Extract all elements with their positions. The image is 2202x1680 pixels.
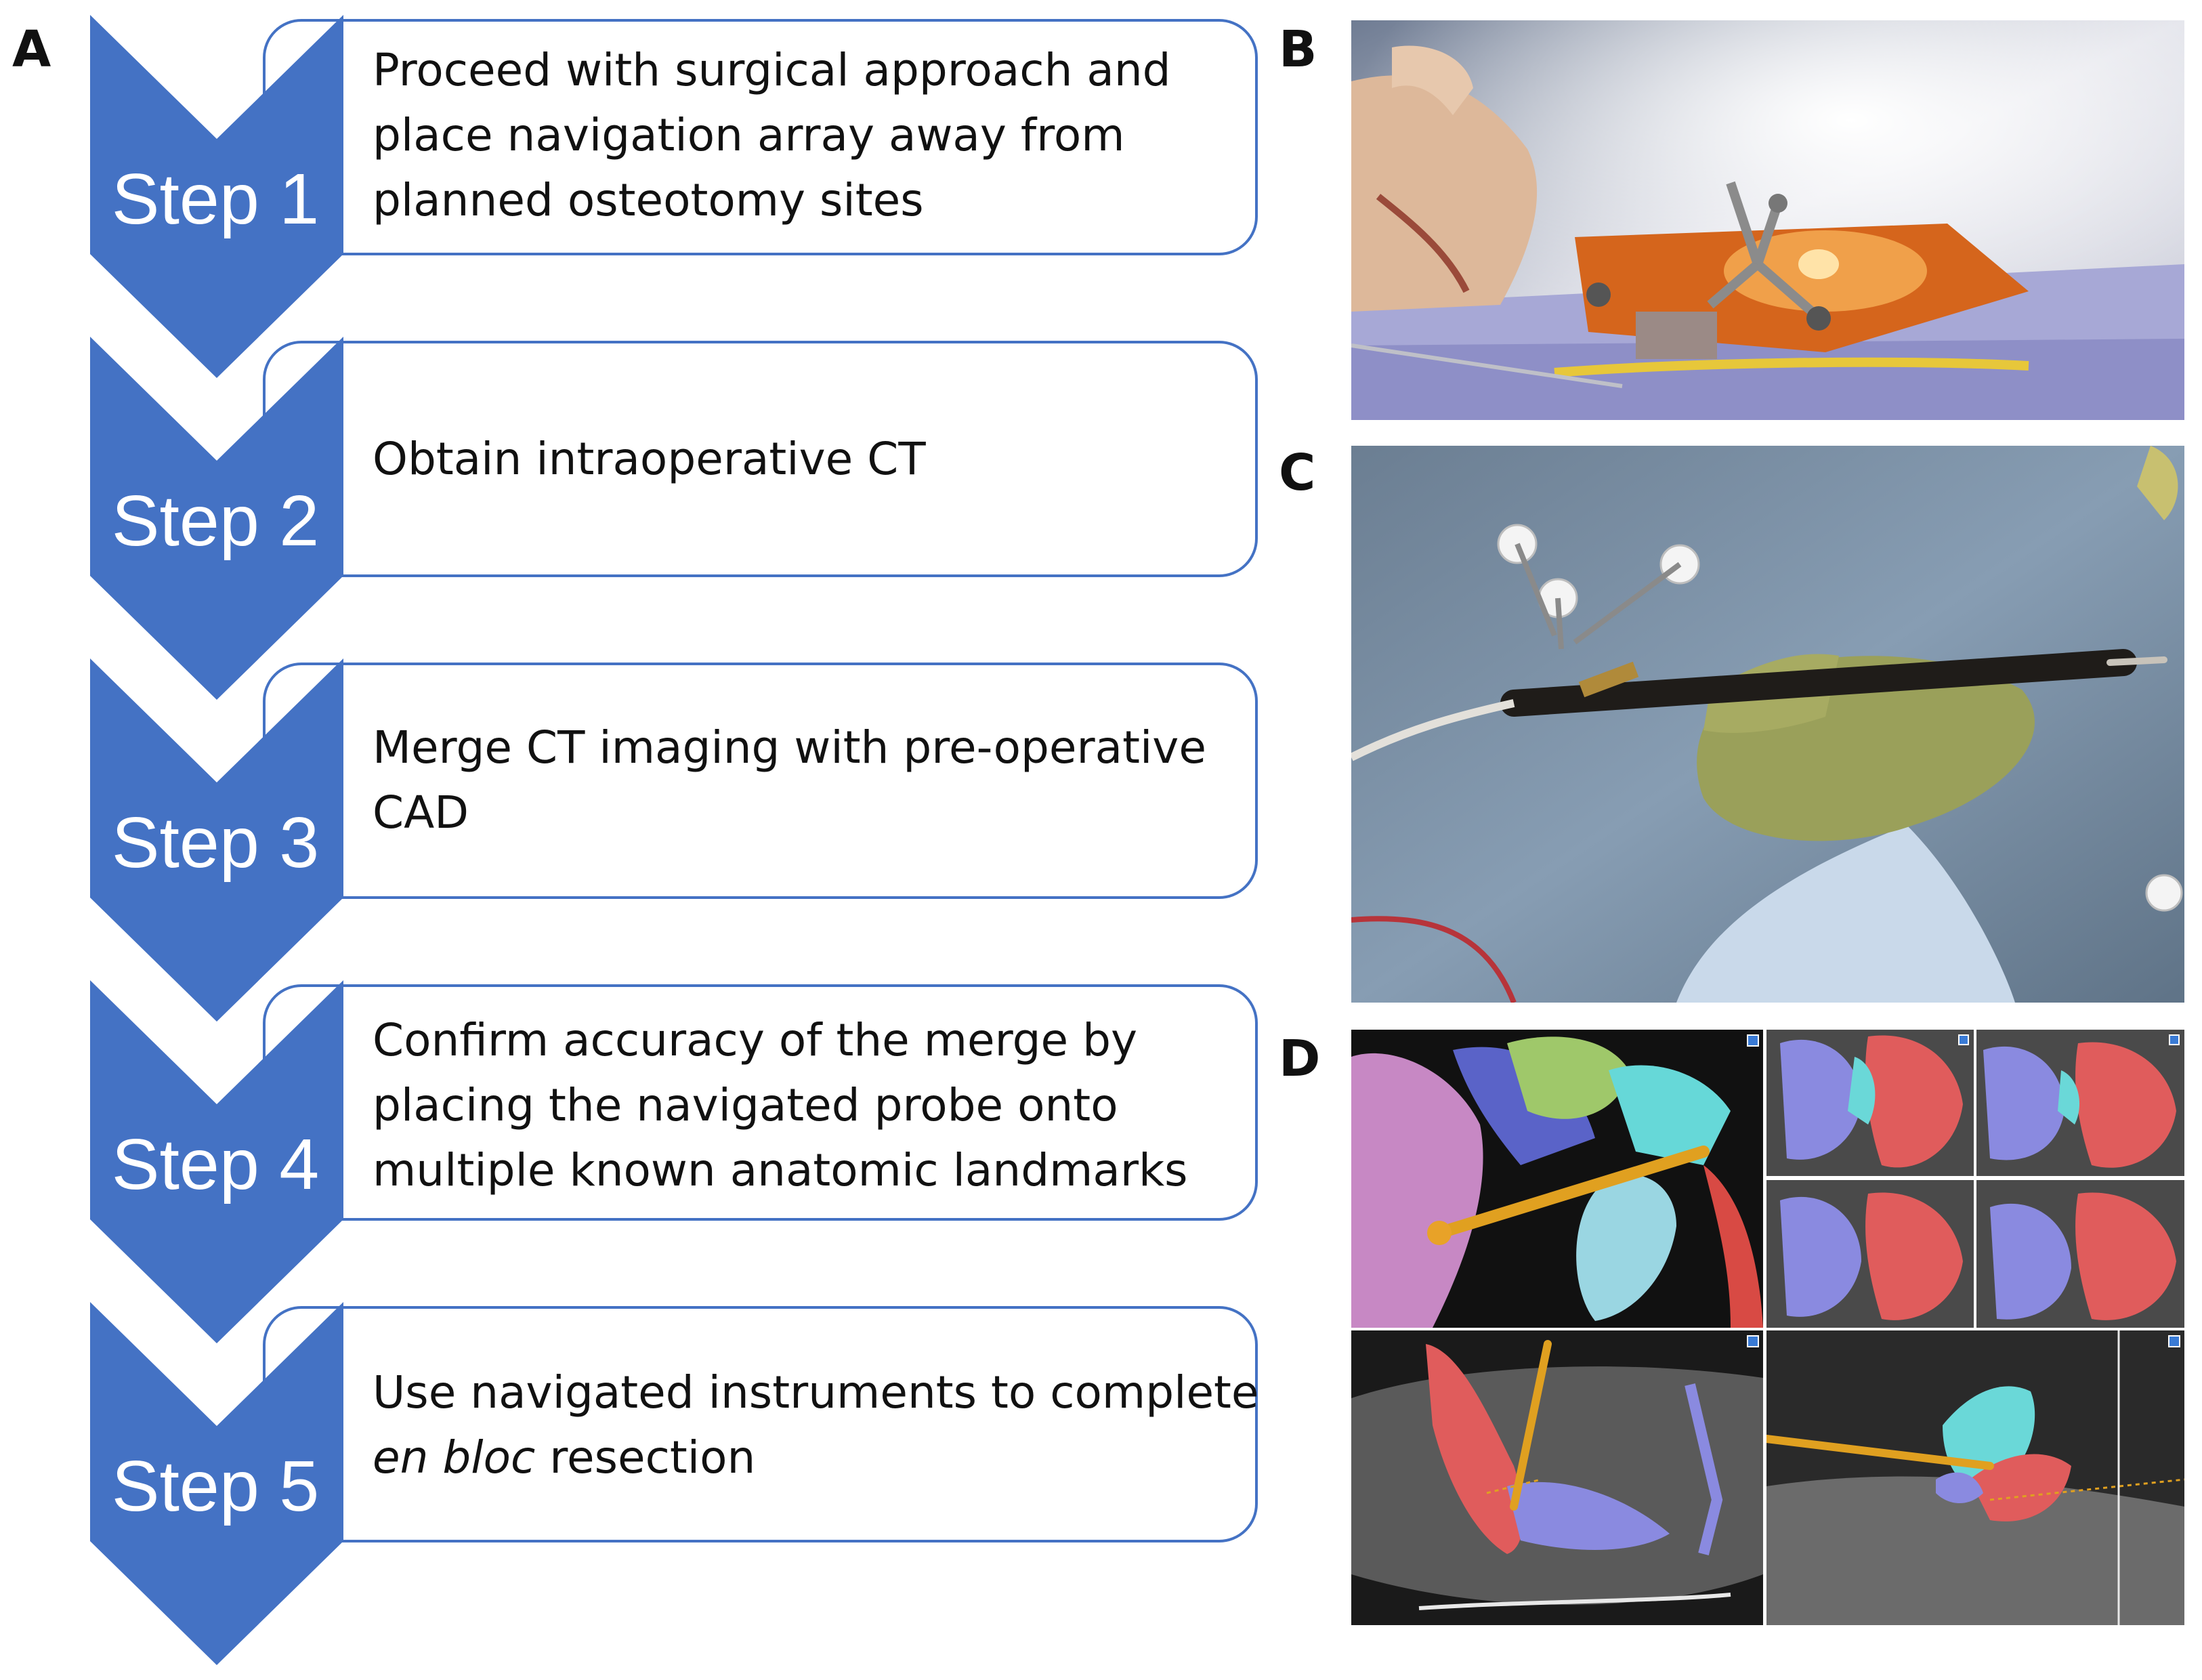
workflow-flowchart: Step 1 Step 2 Step 3 Step 4 Step 5 [90,15,1258,1665]
step-5-chevron [90,1302,343,1665]
panel-label-d: D [1279,1030,1321,1088]
photo-navigated-probe [1351,446,2184,1003]
navigation-screen-ct-4 [1976,1180,2184,1328]
step-4-label: Step 4 [112,1125,319,1204]
step-5-line: Use navigated instruments to complete [373,1366,1259,1419]
step-3-chevron [90,658,343,1022]
navigation-screen-ct-2 [1976,1030,2184,1176]
step-4-chevron [90,980,343,1343]
step-3-label: Step 3 [112,803,319,883]
navigation-screen-ct-3 [1766,1180,1974,1328]
step-3-line: CAD [373,786,469,839]
step-3-line: Merge CT imaging with pre-operative [373,721,1206,774]
panel-label-a: A [12,20,51,79]
step-3-description: Merge CT imaging with pre-operative CAD [373,715,1206,845]
step-2-line: Obtain intraoperative CT [373,433,926,485]
photo-surgical-field [1351,20,2184,420]
step-1-label: Step 1 [112,159,319,239]
step-5-line-rest: resection [535,1431,756,1484]
step-4-line: Confirm accuracy of the merge by [373,1014,1138,1066]
step-2-chevron [90,337,343,700]
step-2-label: Step 2 [112,481,319,561]
step-1-description: Proceed with surgical approach and place… [373,38,1171,233]
step-5-label: Step 5 [112,1446,319,1526]
step-1-line: Proceed with surgical approach and [373,44,1171,96]
step-1-line: planned osteotomy sites [373,174,924,226]
step-4-description: Confirm accuracy of the merge by placing… [373,1008,1188,1203]
panel-label-b: B [1279,20,1317,79]
panel-label-c: C [1279,444,1316,502]
step-5-line: en bloc resection [373,1425,1259,1490]
step-4-line: placing the navigated probe onto [373,1079,1118,1131]
navigation-screen-axial [1351,1330,1763,1625]
en-bloc-term: en bloc [373,1431,536,1484]
navigation-screen-sagittal [1766,1330,2184,1625]
step-4-line: multiple known anatomic landmarks [373,1144,1188,1196]
step-2-description: Obtain intraoperative CT [373,427,926,492]
navigation-screen-3d [1351,1030,1763,1328]
step-5-description: Use navigated instruments to complete en… [373,1360,1259,1490]
step-1-line: place navigation array away from [373,109,1125,161]
navigation-screen-ct-1 [1766,1030,1974,1176]
step-1-chevron [90,15,343,378]
